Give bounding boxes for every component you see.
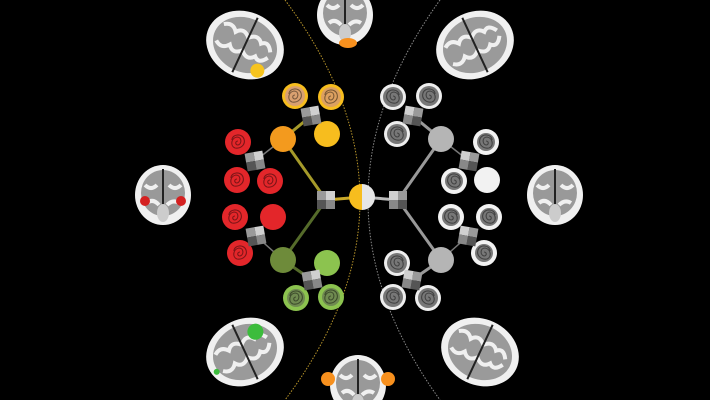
brain-slice-bottom-center: [321, 353, 395, 400]
node-gray-5: [415, 285, 441, 311]
node-white-6: [471, 240, 497, 266]
left-network: [222, 83, 344, 311]
central-node-half-yellow-half-white: [349, 184, 375, 210]
node-white-4: [476, 204, 502, 230]
brain-slice-bottom-left: [192, 303, 298, 400]
connector-square-white-bottom: [457, 225, 479, 247]
connector-square-center-right: [389, 191, 407, 209]
node-green-hub: [270, 247, 296, 273]
node-red-1: [225, 129, 251, 155]
connector-square-white-top: [458, 150, 480, 172]
connector-square-center-left: [317, 191, 335, 209]
connector-square-gray-top: [402, 105, 424, 127]
node-gray-3: [384, 121, 410, 147]
connector-square-green: [301, 269, 323, 291]
right-network: [380, 83, 502, 311]
node-red-3: [257, 168, 283, 194]
node-red-6: [227, 240, 253, 266]
node-white-3: [441, 168, 467, 194]
node-yellow-1: [282, 83, 308, 109]
node-white-5: [438, 204, 464, 230]
node-white-1: [473, 129, 499, 155]
node-gray-2: [380, 84, 406, 110]
brain-slice-bottom-right: [427, 303, 533, 400]
brain-slice-top-right: [422, 0, 528, 94]
node-yellow-2: [318, 84, 344, 110]
node-gray-hub-top: [428, 126, 454, 152]
connector-square-red-bottom: [245, 225, 267, 247]
connector-square-yellow: [300, 105, 322, 127]
node-red-4: [222, 204, 248, 230]
brain-slice-right: [525, 163, 585, 227]
node-gray-6: [380, 284, 406, 310]
node-green-3: [318, 284, 344, 310]
node-red-5: [260, 204, 286, 230]
brain-slice-top-left: [192, 0, 298, 94]
node-gray-4: [384, 250, 410, 276]
node-gray-hub-bottom: [428, 247, 454, 273]
node-white-2: [474, 167, 500, 193]
brain-slice-top-center: [315, 0, 375, 48]
node-orange-hub: [270, 126, 296, 152]
node-gray-1: [416, 83, 442, 109]
node-red-2: [224, 167, 250, 193]
connector-square-gray-bottom: [401, 269, 423, 291]
node-green-2: [283, 285, 309, 311]
brain-slice-left: [133, 163, 193, 227]
node-green-1: [314, 250, 340, 276]
connector-square-red-top: [244, 150, 266, 172]
node-yellow-3: [314, 121, 340, 147]
